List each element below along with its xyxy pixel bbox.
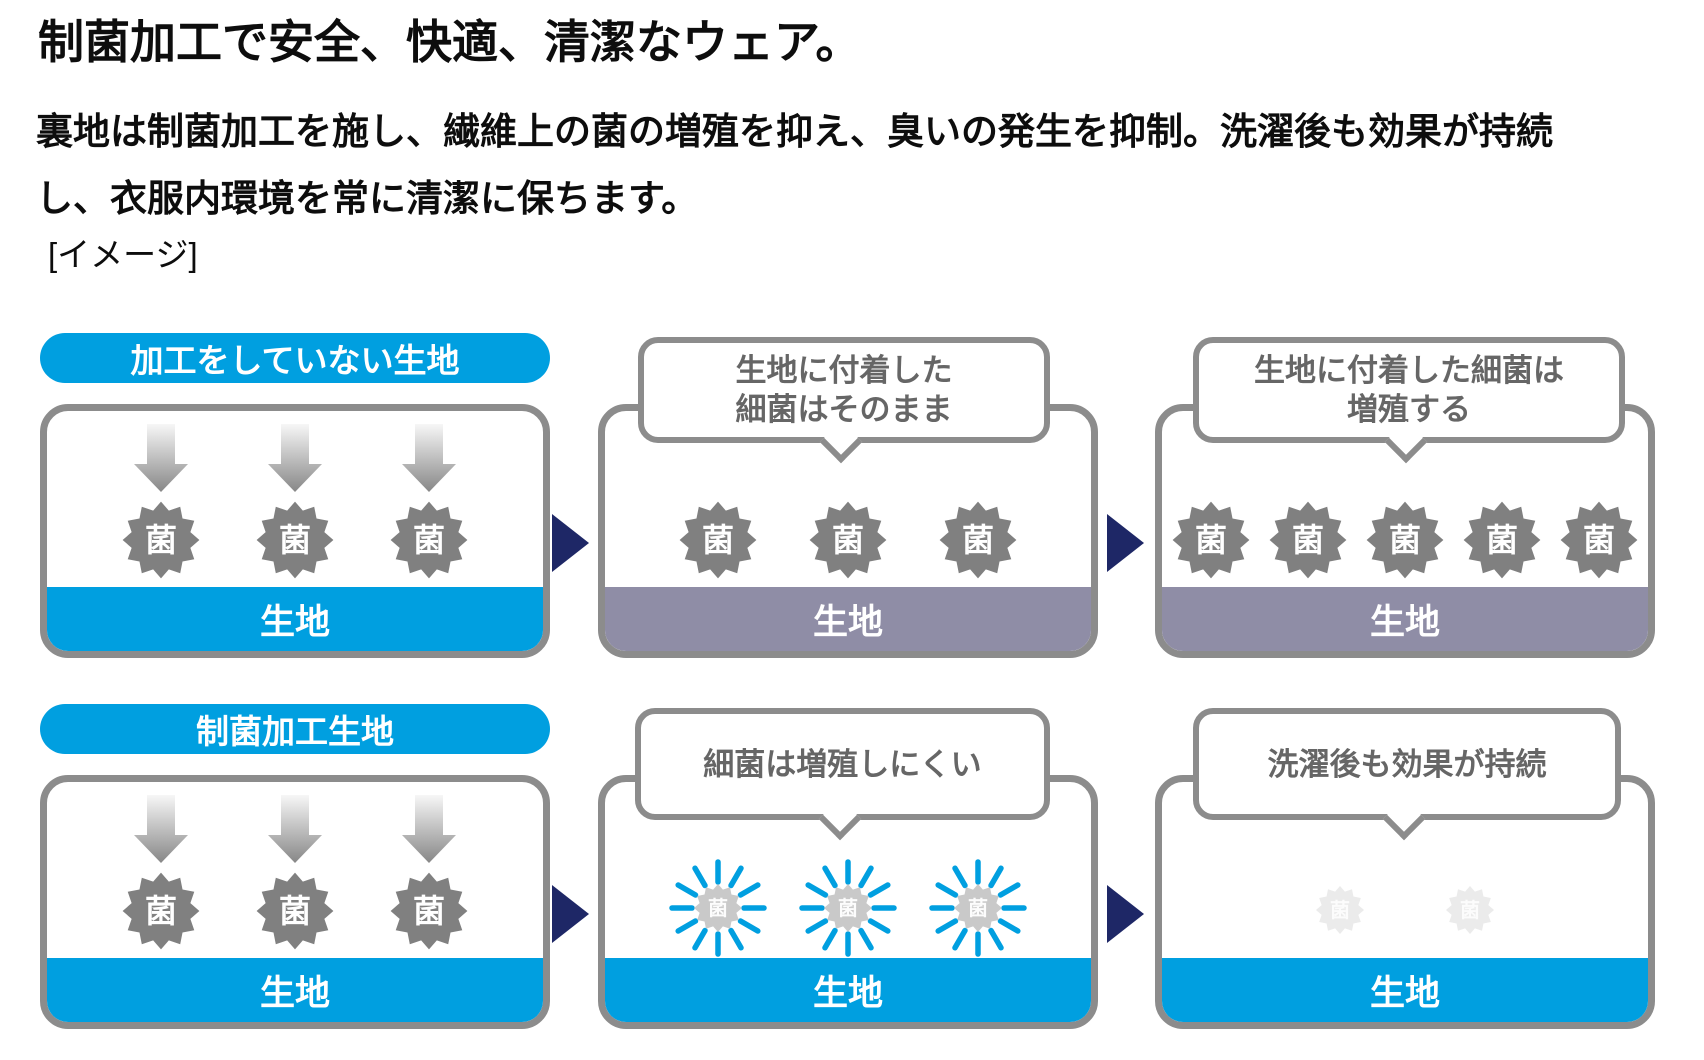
- label-pill-treated-fabric: 制菌加工生地: [40, 704, 550, 754]
- svg-text:菌: 菌: [832, 522, 864, 558]
- svg-text:菌: 菌: [1486, 522, 1518, 558]
- svg-text:菌: 菌: [413, 522, 445, 558]
- svg-text:菌: 菌: [279, 893, 311, 929]
- fabric-bar: 生地: [605, 587, 1091, 651]
- down-arrow-icon: [402, 424, 456, 492]
- bacteria-faint-icon: 菌: [1316, 886, 1364, 934]
- bacteria-icon: 菌: [1463, 501, 1541, 579]
- svg-text:菌: 菌: [145, 893, 177, 929]
- right-arrow-icon: [1107, 885, 1144, 943]
- fabric-bar: 生地: [47, 958, 543, 1022]
- down-arrow-icon: [134, 424, 188, 492]
- right-arrow-icon: [1107, 514, 1144, 572]
- svg-text:菌: 菌: [413, 893, 445, 929]
- callout-line-1: 細菌は増殖しにくい: [703, 746, 982, 782]
- bacteria-icon: 菌: [809, 501, 887, 579]
- callout-line-1: 生地に付着した: [735, 353, 953, 388]
- bacteria-faint-icon: 菌: [1446, 886, 1494, 934]
- fabric-bar: 生地: [1162, 587, 1648, 651]
- page-title: 制菌加工で安全、快適、清潔なウェア。: [38, 16, 862, 68]
- callout-line-1: 生地に付着した細菌は: [1254, 353, 1564, 388]
- bacteria-icon: 菌: [122, 872, 200, 950]
- fabric-bar: 生地: [47, 587, 543, 651]
- bacteria-icon: 菌: [1560, 501, 1638, 579]
- callout-line-1: 洗濯後も効果が持続: [1267, 746, 1547, 782]
- label-pill-untreated-fabric: 加工をしていない生地: [40, 333, 550, 383]
- bacteria-icon: 菌: [939, 501, 1017, 579]
- bacteria-icon: 菌: [256, 872, 334, 950]
- bacteria-icon: 菌: [1172, 501, 1250, 579]
- svg-text:菌: 菌: [1583, 522, 1615, 558]
- bacteria-suppressed-icon: 菌: [669, 859, 767, 957]
- bacteria-icon: 菌: [1269, 501, 1347, 579]
- panel-untreated-start: 菌 菌 菌 生地: [40, 404, 550, 658]
- falling-arrows: [47, 424, 543, 492]
- svg-text:菌: 菌: [279, 522, 311, 558]
- intro-line-2: し、衣服内環境を常に清潔に保ちます。: [36, 178, 699, 219]
- down-arrow-icon: [134, 795, 188, 863]
- callout-bacteria-suppressed: 細菌は増殖しにくい: [635, 708, 1050, 841]
- bacteria-group: 菌菌菌菌菌: [1162, 500, 1648, 580]
- bacteria-group: 菌菌菌: [47, 871, 543, 951]
- svg-text:菌: 菌: [838, 896, 858, 920]
- bacteria-suppressed-icon: 菌: [799, 859, 897, 957]
- callout-line-2: 増殖する: [1347, 392, 1471, 427]
- callout-bacteria-remain: 生地に付着した 細菌はそのまま: [638, 337, 1050, 464]
- right-arrow-icon: [552, 885, 589, 943]
- image-caption: [イメージ]: [48, 236, 198, 273]
- bacteria-icon: 菌: [256, 501, 334, 579]
- bacteria-group: 菌菌: [1162, 885, 1648, 935]
- callout-bacteria-multiply: 生地に付着した細菌は 増殖する: [1193, 337, 1625, 464]
- down-arrow-icon: [268, 795, 322, 863]
- bacteria-group: 菌菌菌: [47, 500, 543, 580]
- bacteria-icon: 菌: [679, 501, 757, 579]
- bacteria-icon: 菌: [1366, 501, 1444, 579]
- svg-text:菌: 菌: [145, 522, 177, 558]
- down-arrow-icon: [268, 424, 322, 492]
- callout-line-2: 細菌はそのまま: [735, 392, 953, 427]
- svg-text:菌: 菌: [1330, 898, 1350, 922]
- down-arrow-icon: [402, 795, 456, 863]
- svg-text:菌: 菌: [708, 896, 728, 920]
- bacteria-group: 菌菌菌: [605, 858, 1091, 958]
- bacteria-group: 菌菌菌: [605, 500, 1091, 580]
- right-arrow-icon: [552, 514, 589, 572]
- bacteria-suppressed-icon: 菌: [929, 859, 1027, 957]
- fabric-bar: 生地: [605, 958, 1091, 1022]
- svg-text:菌: 菌: [1389, 522, 1421, 558]
- intro-line-1: 裏地は制菌加工を施し、繊維上の菌の増殖を抑え、臭いの発生を抑制。洗濯後も効果が持…: [36, 111, 1553, 152]
- bacteria-icon: 菌: [390, 872, 468, 950]
- svg-text:菌: 菌: [962, 522, 994, 558]
- svg-text:菌: 菌: [1460, 898, 1480, 922]
- svg-text:菌: 菌: [702, 522, 734, 558]
- svg-text:菌: 菌: [1195, 522, 1227, 558]
- fabric-bar: 生地: [1162, 958, 1648, 1022]
- falling-arrows: [47, 795, 543, 863]
- panel-treated-start: 菌 菌 菌 生地: [40, 775, 550, 1029]
- intro-text: 裏地は制菌加工を施し、繊維上の菌の増殖を抑え、臭いの発生を抑制。洗濯後も効果が持…: [36, 98, 1701, 232]
- bacteria-icon: 菌: [122, 501, 200, 579]
- callout-effect-lasts: 洗濯後も効果が持続: [1193, 708, 1621, 841]
- svg-text:菌: 菌: [968, 896, 988, 920]
- svg-text:菌: 菌: [1292, 522, 1324, 558]
- bacteria-icon: 菌: [390, 501, 468, 579]
